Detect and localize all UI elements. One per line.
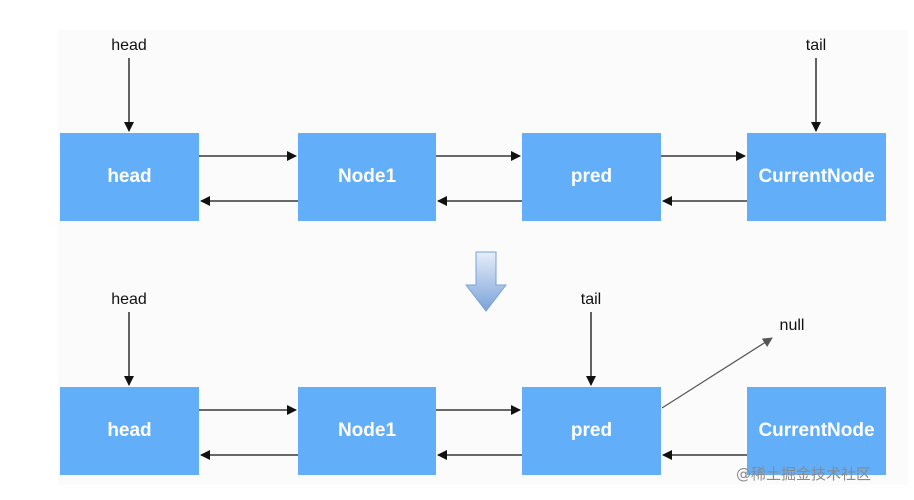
bottom-node-node1: Node1	[298, 387, 436, 475]
transition-down-arrow-icon	[464, 251, 508, 312]
top-node-pred: pred	[522, 133, 661, 221]
bottom-head-pointer-label: head	[111, 291, 147, 308]
pred-to-null-arrow	[661, 337, 773, 409]
top-head-pointer-label: head	[111, 37, 147, 54]
bottom-node-currentnode: CurrentNode	[747, 387, 886, 475]
watermark: @稀土掘金技术社区	[736, 465, 872, 483]
bottom-node-pred: pred	[522, 387, 661, 475]
top-node-node1: Node1	[298, 133, 436, 221]
top-node-head: head	[60, 133, 199, 221]
bottom-tail-pointer-label: tail	[580, 291, 602, 308]
top-tail-pointer-label: tail	[805, 37, 827, 54]
top-node-currentnode: CurrentNode	[747, 133, 886, 221]
null-label: null	[779, 317, 805, 334]
bottom-node-head: head	[60, 387, 199, 475]
